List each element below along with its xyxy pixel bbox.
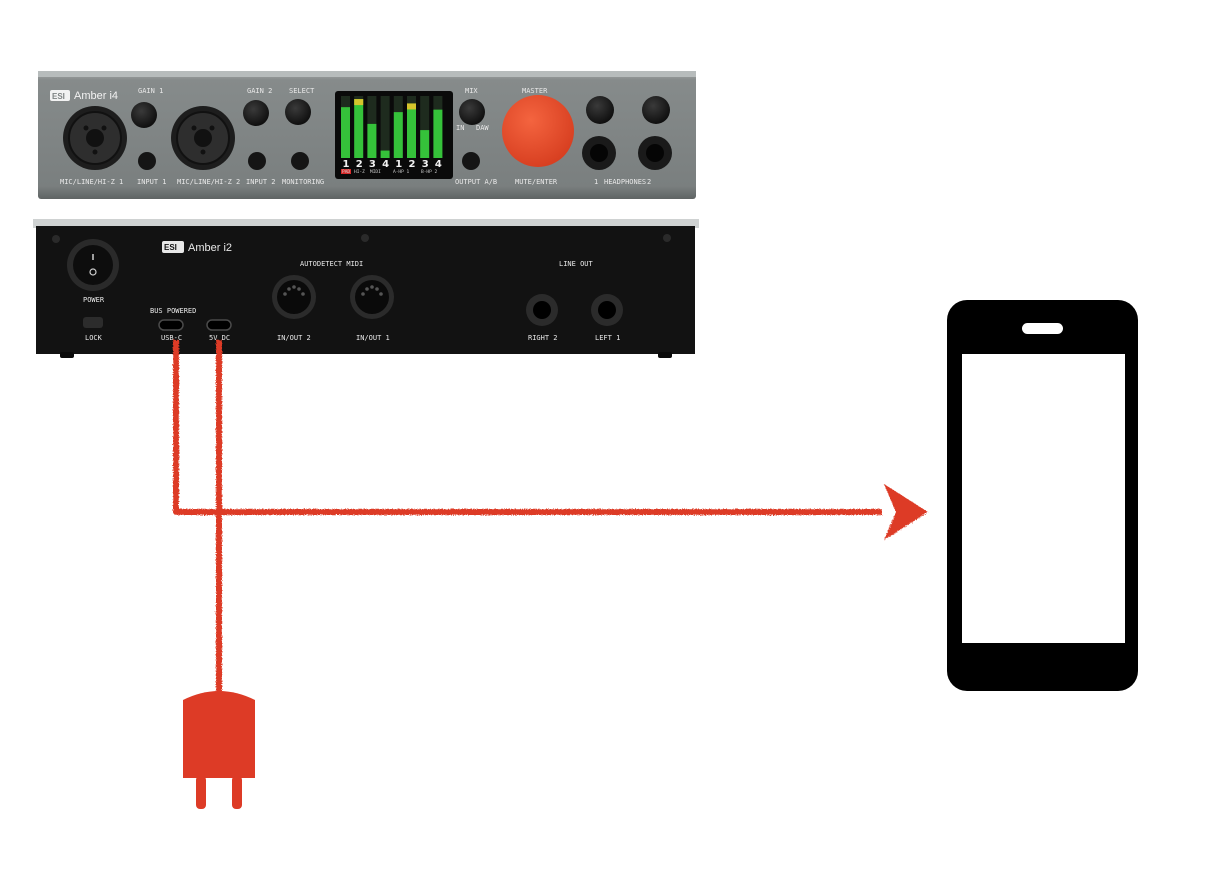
label-hp-1: 1 [594,178,598,186]
meter-channel-number: 3 [422,159,429,170]
master-knob[interactable] [502,95,574,167]
output-ab-button[interactable] [462,152,480,170]
kensington-lock-slot[interactable] [83,317,103,328]
midi-port-in-out-2[interactable] [272,275,316,319]
front-panel-device: ESI Amber i4 [38,71,696,199]
meter-tag-midi: MIDI [370,169,381,175]
screw-icon [663,234,671,242]
phone-screen [962,354,1125,643]
label-right-2: RIGHT 2 [528,334,558,342]
arrow-right-icon [884,484,928,540]
meter-bar-track [420,96,430,158]
label-mic-line-hiz-1: MIC/LINE/HI-Z 1 [60,178,123,186]
meter-peak [354,99,364,106]
power-plug-icon [183,691,255,809]
combo-jack-1[interactable] [63,106,127,170]
mix-knob[interactable] [459,99,485,125]
headphone-1-knob[interactable] [586,96,614,124]
front-model-name: Amber i4 [74,90,118,102]
input-1-button[interactable] [138,152,156,170]
meter-tag-hiz: HI-Z [354,169,365,175]
label-line-out: LINE OUT [559,260,594,268]
meter-bar [354,99,364,158]
meter-channel-number: 3 [369,159,376,170]
meter-channel-number: 4 [382,159,389,170]
meter-bar [393,112,403,158]
label-output-ab: OUTPUT A/B [455,178,497,186]
midi-port-in-out-1[interactable] [350,275,394,319]
label-daw: DAW [476,124,489,132]
meter-channel-number: 1 [343,159,350,170]
label-input-1: INPUT 1 [137,178,167,186]
back-model-name: Amber i2 [188,242,232,254]
label-bus-powered: BUS POWERED [150,307,196,315]
screw-icon [52,235,60,243]
monitoring-button[interactable] [291,152,309,170]
label-in-out-1: IN/OUT 1 [356,334,390,342]
meter-bars [341,96,443,158]
meter-bar [341,107,350,158]
label-left-1: LEFT 1 [595,334,620,342]
meter-peak [407,103,416,110]
back-panel-device: ESI Amber i2 POWER LOCK [33,219,699,358]
headphone-jack-1[interactable] [582,136,616,170]
label-mix: MIX [465,87,478,95]
meter-bar [380,150,390,158]
line-out-left-1-jack[interactable] [591,294,623,326]
label-select: SELECT [289,87,315,95]
headphone-jack-2[interactable] [638,136,672,170]
screw-icon [361,234,369,242]
label-lock: LOCK [85,334,103,342]
label-usb-c: USB-C [161,334,182,342]
dc-5v-port[interactable] [206,319,232,331]
meter-channel-number: 1 [395,159,402,170]
input-2-button[interactable] [248,152,266,170]
meter-bar [407,103,416,158]
label-gain-1: GAIN 1 [138,87,163,95]
meter-channel-number: 2 [356,159,363,170]
back-brand-logo: ESI [162,241,184,253]
label-monitoring: MONITORING [282,178,324,186]
power-switch[interactable] [67,239,119,291]
line-out-right-2-jack[interactable] [526,294,558,326]
label-in-out-2: IN/OUT 2 [277,334,311,342]
meter-tag-bhp2: B-HP 2 [421,169,438,175]
front-brand-text: ESI [52,92,65,101]
label-autodetect-midi: AUTODETECT MIDI [300,260,363,268]
label-hp-2: 2 [647,178,651,186]
smartphone-icon [947,300,1138,691]
phone-speaker [1022,323,1063,334]
meter-tag-ahp1: A-HP 1 [393,169,410,175]
label-input-2: INPUT 2 [246,178,276,186]
front-brand-logo: ESI [50,90,70,101]
meter-tag-pad: PAD [342,169,350,175]
meter-channel-number: 4 [435,159,442,170]
label-gain-2: GAIN 2 [247,87,272,95]
meter-channel-number: 2 [409,159,416,170]
label-5v-dc: 5V DC [209,334,230,342]
label-mute-enter: MUTE/ENTER [515,178,558,186]
usb-cable-to-phone [173,340,882,515]
meter-bar-track [380,96,390,158]
meter-bar [420,130,430,158]
usb-c-port[interactable] [158,319,184,331]
back-brand-text: ESI [164,243,177,252]
label-mic-line-hiz-2: MIC/LINE/HI-Z 2 [177,178,240,186]
headphone-2-knob[interactable] [642,96,670,124]
combo-jack-2[interactable] [171,106,235,170]
meter-bar [367,123,377,158]
select-knob[interactable] [285,99,311,125]
label-master: MASTER [522,87,548,95]
meter-bar [433,109,443,158]
label-headphones: HEADPHONES [604,178,646,186]
label-power: POWER [83,296,105,304]
gain-1-knob[interactable] [131,102,157,128]
cable-lines [173,340,928,700]
label-in: IN [456,124,464,132]
gain-2-knob[interactable] [243,100,269,126]
